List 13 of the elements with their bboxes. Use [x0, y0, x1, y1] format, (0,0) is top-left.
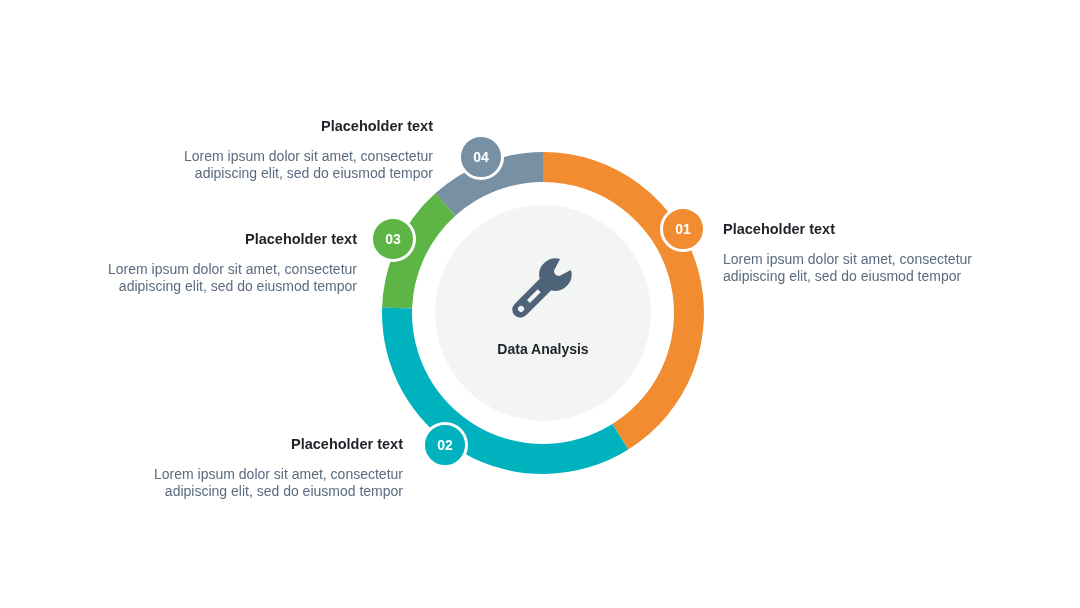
step-title: Placeholder text	[321, 117, 433, 136]
center-label: Data Analysis	[497, 340, 589, 359]
step-number-circle: 03	[370, 216, 416, 262]
step-title: Placeholder text	[245, 230, 357, 249]
step-title: Placeholder text	[723, 220, 835, 239]
step-number-circle: 04	[458, 134, 504, 180]
step-description: Lorem ipsum dolor sit amet, consectetur adipiscing elit, sed do eiusmod tempor	[183, 148, 433, 181]
step-number-circle: 02	[422, 422, 468, 468]
step-description: Lorem ipsum dolor sit amet, consectetur adipiscing elit, sed do eiusmod tempor	[153, 466, 403, 499]
step-description: Lorem ipsum dolor sit amet, consectetur adipiscing elit, sed do eiusmod tempor	[107, 261, 357, 294]
step-number-circle: 01	[660, 206, 706, 252]
step-description: Lorem ipsum dolor sit amet, consectetur adipiscing elit, sed do eiusmod tempor	[723, 251, 973, 284]
step-title: Placeholder text	[291, 435, 403, 454]
